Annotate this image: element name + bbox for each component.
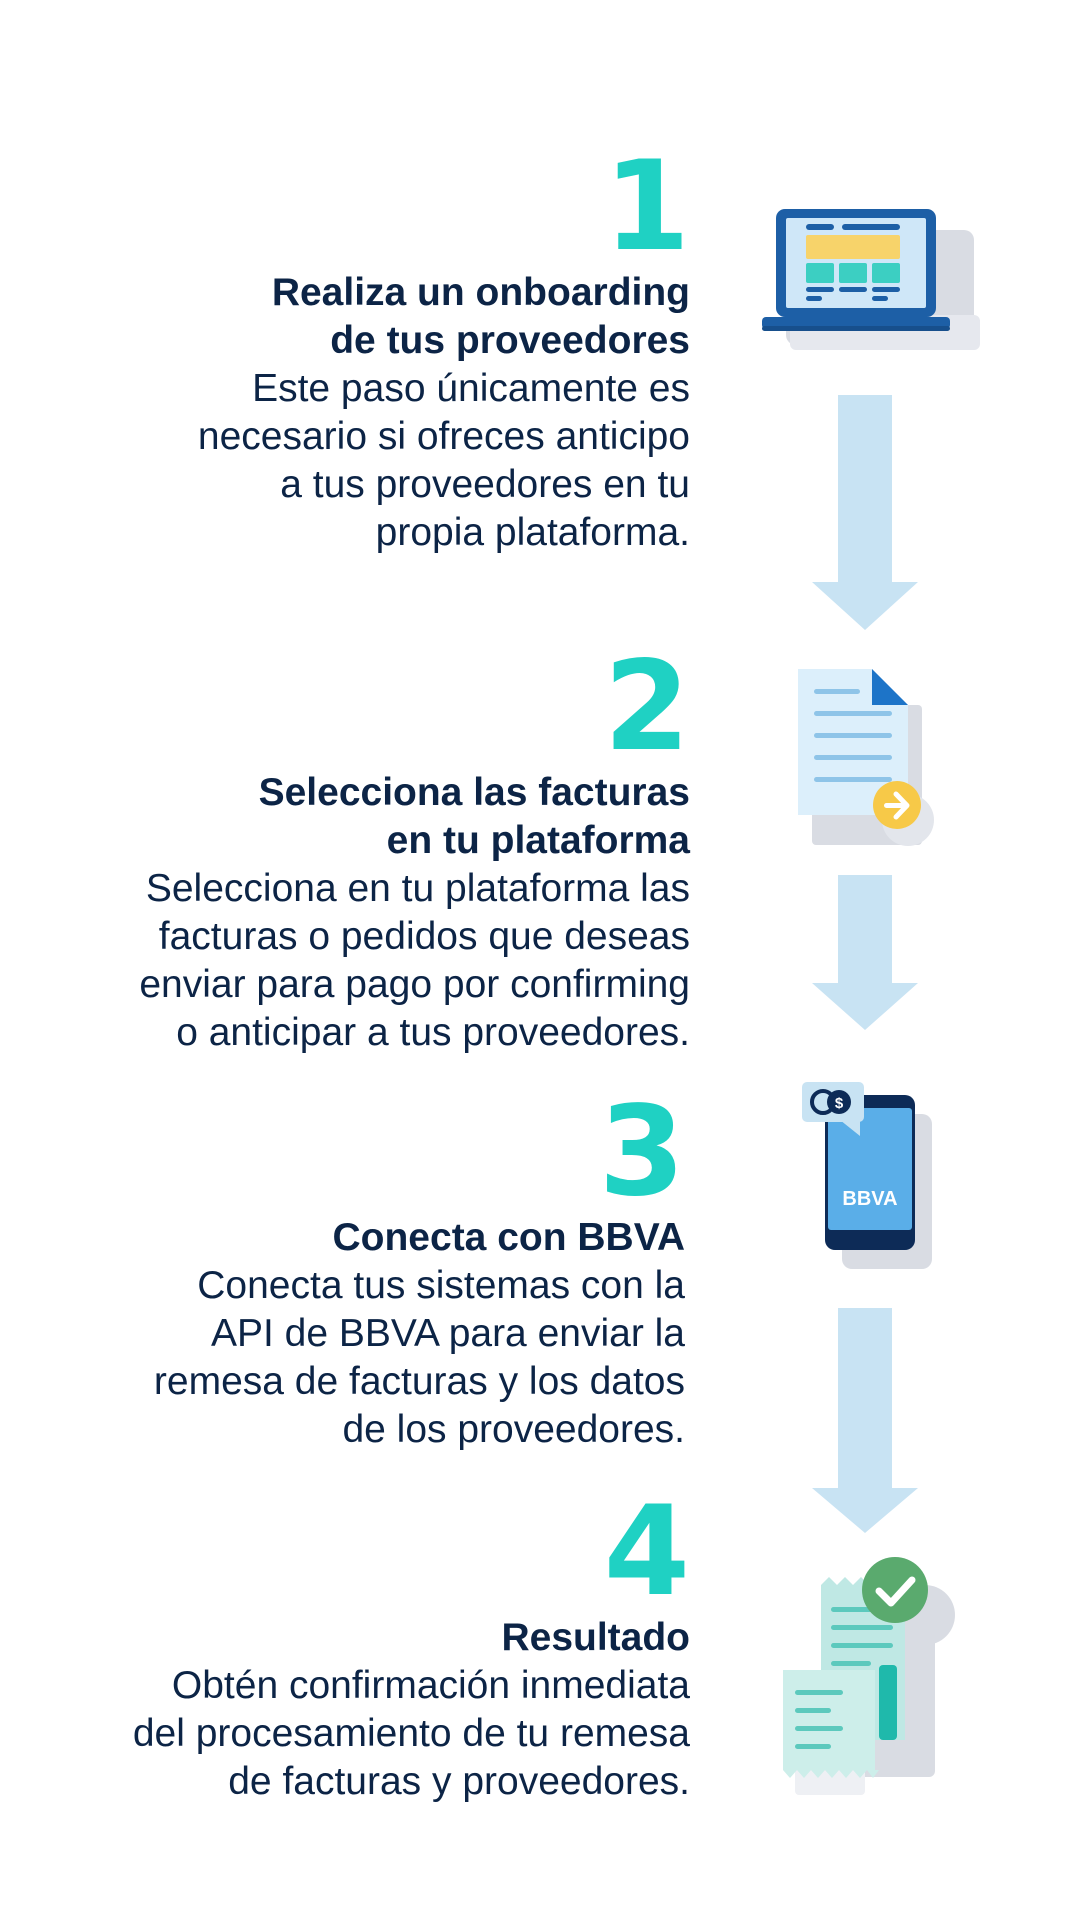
- step-1-description: Este paso únicamente es necesario si ofr…: [197, 367, 690, 554]
- step-3: 3 Conecta con BBVA Conecta tus sistemas …: [154, 1090, 685, 1454]
- step-2-number: 2: [603, 635, 690, 779]
- step-4: 4 Resultado Obtén confirmación inmediata…: [133, 1490, 690, 1806]
- step-2-description: Selecciona en tu plataforma las facturas…: [139, 867, 690, 1054]
- phone-brand-label: BBVA: [842, 1188, 897, 1210]
- step-1-title: Realiza un onboarding de tus proveedores: [271, 271, 690, 362]
- invoice-document-icon: [798, 669, 934, 846]
- step-2-title: Selecciona las facturas en tu plataforma: [258, 771, 690, 862]
- step-4-title: Resultado: [501, 1616, 690, 1659]
- down-arrow-icon: [812, 1308, 918, 1533]
- step-1: 1 Realiza un onboarding de tus proveedor…: [198, 145, 690, 557]
- step-2: 2 Selecciona las facturas en tu platafor…: [139, 645, 690, 1057]
- mobile-phone-icon: BBVA $: [802, 1082, 932, 1269]
- svg-text:$: $: [835, 1095, 844, 1112]
- step-3-description: Conecta tus sistemas con la API de BBVA …: [153, 1264, 685, 1451]
- step-4-description: Obtén confirmación inmediata del procesa…: [132, 1664, 690, 1803]
- step-1-number: 1: [603, 135, 690, 279]
- down-arrow-icon: [812, 395, 918, 630]
- receipt-check-icon: [783, 1557, 955, 1795]
- laptop-icon: [762, 209, 980, 350]
- step-3-number: 3: [598, 1080, 685, 1224]
- down-arrow-icon: [812, 875, 918, 1030]
- step-3-title: Conecta con BBVA: [332, 1216, 686, 1259]
- step-4-number: 4: [603, 1480, 690, 1624]
